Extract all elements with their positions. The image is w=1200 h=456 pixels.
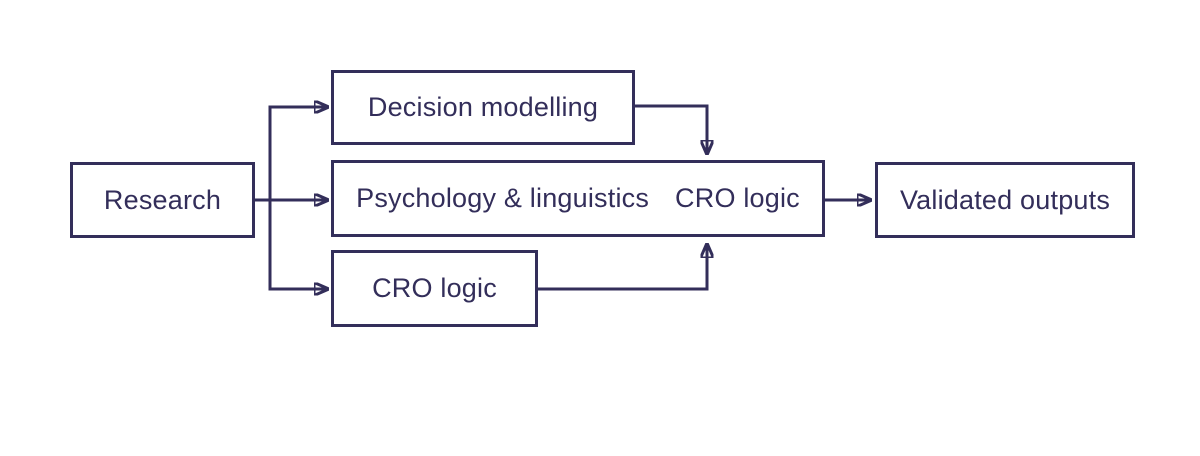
node-psychology-linguistics-label: Psychology & linguistics	[356, 183, 650, 213]
node-cro-logic: CRO logic	[331, 250, 538, 327]
node-research: Research	[70, 162, 255, 238]
node-psychology-linguistics-label2: CRO logic	[675, 183, 800, 213]
node-validated-outputs-label: Validated outputs	[899, 184, 1111, 215]
node-cro-logic-label: CRO logic	[372, 273, 497, 303]
node-decision-modelling-label: Decision modelling	[367, 92, 599, 122]
node-research-label: Research	[103, 184, 222, 215]
connector-decision-to-middle	[635, 104, 707, 153]
node-decision-modelling: Decision modelling	[331, 70, 635, 145]
node-psychology-linguistics: Psychology & linguistics CRO logic	[331, 160, 825, 237]
node-validated-outputs: Validated outputs	[875, 162, 1135, 238]
connector-cro-to-middle	[538, 245, 707, 291]
